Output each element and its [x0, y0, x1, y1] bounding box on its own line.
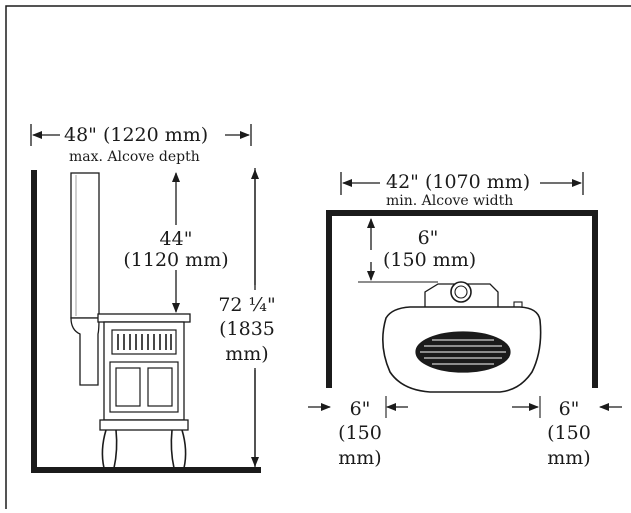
top-rear-wall	[326, 210, 598, 216]
flue-outlet-inner	[454, 285, 468, 299]
stove-base	[99, 419, 189, 431]
stove-top	[382, 281, 542, 393]
stove-door-left	[115, 367, 141, 407]
page-border	[5, 5, 631, 513]
right-side-label-2: (150	[547, 422, 591, 444]
side-view	[30, 124, 272, 473]
top-view	[308, 172, 622, 418]
top-right-wall	[592, 210, 598, 388]
width-dimension-label: 42" (1070 mm)	[386, 171, 531, 193]
flue-elbow	[70, 317, 100, 386]
stove-leg-left	[101, 429, 118, 469]
height-label-bg	[222, 290, 272, 368]
right-side-label-3: mm)	[547, 447, 591, 469]
stove-leg-right	[170, 429, 187, 469]
height-label-3: mm)	[225, 343, 269, 365]
rear-clearance-label-2: (150 mm)	[383, 249, 477, 271]
flue-pipe	[70, 172, 100, 319]
width-caption-label: min. Alcove width	[386, 193, 514, 209]
top-clearance-label-1: 44"	[159, 228, 193, 250]
stove-top-plate	[97, 313, 191, 323]
side-floor	[31, 467, 261, 473]
rear-clearance-label-1: 6"	[417, 227, 439, 249]
top-left-wall	[326, 210, 332, 388]
stove-side	[97, 313, 191, 469]
left-side-label-1: 6"	[349, 398, 371, 420]
height-label-2: (1835	[219, 318, 275, 340]
right-side-label-1: 6"	[558, 398, 580, 420]
side-rear-wall	[31, 170, 37, 472]
depth-dimension-label: 48" (1220 mm)	[64, 124, 209, 146]
stove-door-right	[147, 367, 173, 407]
top-clearance-label-2: (1120 mm)	[123, 249, 229, 271]
height-label-1: 72 ¼"	[218, 294, 276, 316]
left-side-label-3: mm)	[338, 447, 382, 469]
left-side-label-2: (150	[338, 422, 382, 444]
depth-caption-label: max. Alcove depth	[69, 149, 200, 165]
